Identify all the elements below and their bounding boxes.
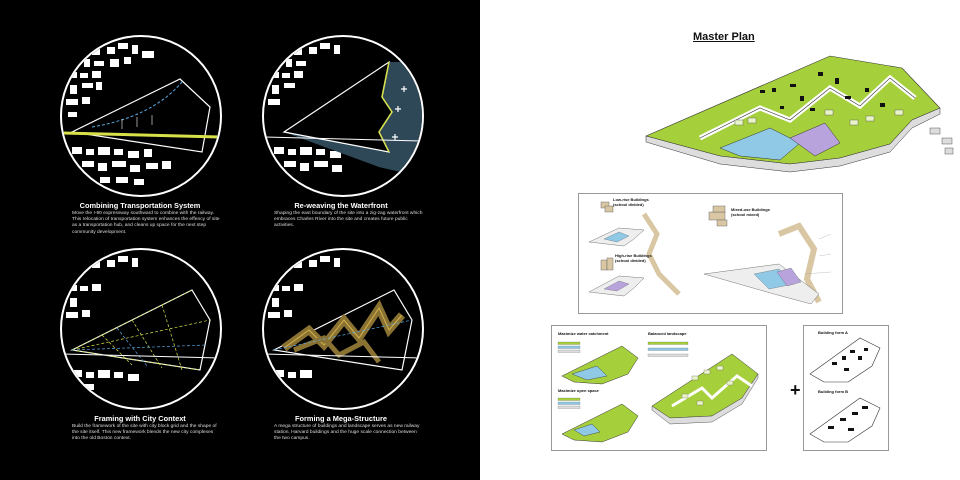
step-1-text: Move the I-90 expressway southward to co… (72, 211, 220, 235)
city-blocks (66, 256, 139, 390)
building-form-a-label: Building form A (818, 330, 848, 335)
low-rise-label: Low-rise Buildings (school divided) (613, 197, 649, 207)
step-3-title: Framing with City Context (94, 414, 186, 423)
mixed-use-label: Mixed-use Buildings (school mixed) (731, 207, 770, 217)
step-3-text: Build the framework of the site with cit… (72, 424, 217, 442)
diagram-city-context (60, 248, 222, 410)
master-plan-axonometric (645, 55, 954, 173)
step-4-text: A mega structure of buildings and landsc… (274, 424, 420, 442)
plus-sign: + (790, 380, 801, 400)
low-rise-icon (600, 201, 614, 213)
step-4-title: Forming a Mega-Structure (295, 414, 387, 423)
high-rise-icon (600, 257, 614, 271)
landscape-strategies-panel: Maximize water catchment Maximize open s… (551, 325, 767, 451)
open-space-label: Maximize open space (558, 388, 599, 393)
high-rise-label: High-rise Buildings (school divided) (615, 253, 652, 263)
city-blocks (66, 43, 171, 185)
balanced-landscape-label: Balanced landscape (648, 331, 687, 336)
master-plan-panel: Master Plan (480, 0, 960, 480)
step-2-text: Shaping the east boundary of the site in… (274, 211, 423, 229)
concept-diagrams-panel: Combining Transportation System Move the… (0, 0, 480, 480)
city-blocks (268, 256, 340, 378)
water-catchment-label: Maximize water catchment (558, 331, 609, 336)
step-1-title: Combining Transportation System (79, 201, 201, 210)
diagram-mega-structure (262, 248, 424, 410)
mixed-use-icon (708, 205, 728, 227)
building-forms-panel: Building form A Building form B (803, 325, 889, 451)
building-types-panel: Low-rise Buildings (school divided) High… (578, 193, 843, 314)
diagram-transportation (60, 35, 222, 197)
master-plan-title: Master Plan (693, 31, 755, 43)
city-blocks (268, 43, 342, 172)
legend-bars (557, 341, 689, 409)
step-2-title: Re-weaving the Waterfront (294, 201, 388, 210)
diagram-waterfront (262, 35, 424, 197)
building-form-b-label: Building form B (818, 389, 848, 394)
